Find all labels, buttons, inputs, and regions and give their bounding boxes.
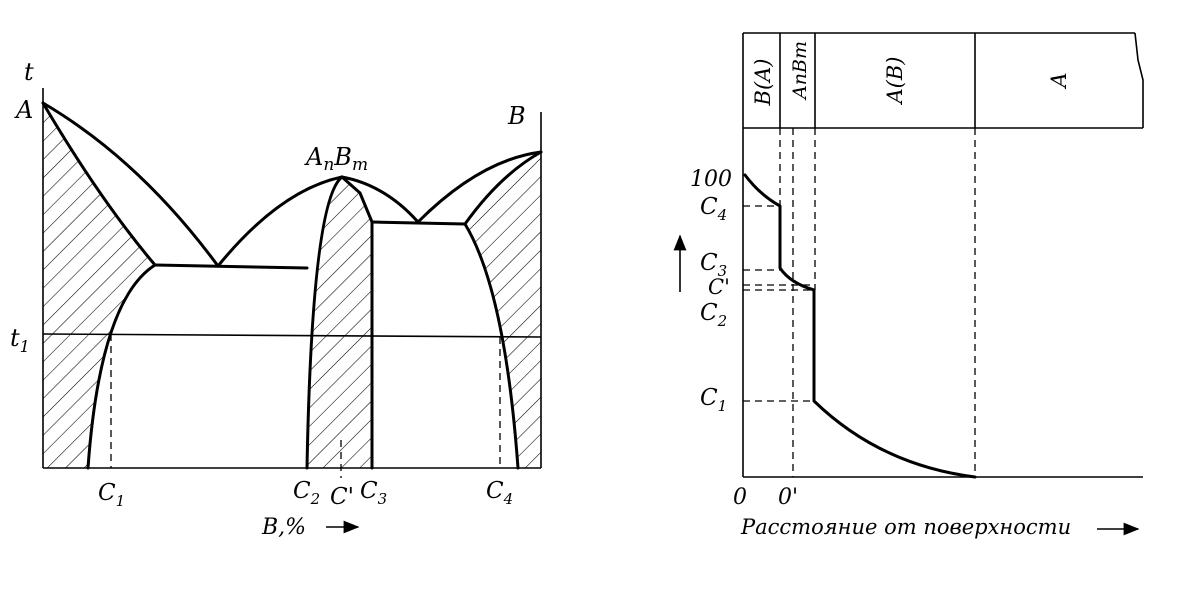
isotherm-t1: [42, 333, 542, 338]
liquidus-a-side: [41, 101, 220, 268]
header-break-edge: [1134, 32, 1144, 128]
solidus-alpha: [41, 101, 157, 267]
header-label-a-b: A(B): [883, 57, 907, 106]
liquidus-compound-left: [216, 175, 344, 268]
c3-label: C3: [360, 478, 387, 508]
compound-label: AnBm: [304, 143, 368, 175]
c2-label: C2: [293, 478, 320, 508]
concentration-profile-curve: [743, 173, 977, 479]
corner-a-label: A: [14, 96, 33, 124]
t1-label: t1: [10, 324, 30, 356]
y-label-100: 100: [690, 167, 732, 192]
compound-region: [307, 177, 372, 468]
liquidus-compound-right: [340, 175, 420, 224]
phase-diagram: t A B AnBm t1 C1 C2 C' C3 C4 B,%: [10, 58, 543, 540]
header-label-a: A: [1047, 72, 1071, 89]
x-label-0-prime: 0': [778, 485, 798, 510]
compound-left-boundary: [305, 175, 344, 470]
compound-right-top: [340, 175, 374, 224]
y-label-c1: C1: [700, 385, 727, 415]
profile-x-axis-label: Расстояние от поверхности: [740, 515, 1071, 539]
t-axis-label: t: [24, 58, 34, 86]
eutectic-line-2: [370, 220, 467, 226]
beta-solid-solution-region: [465, 152, 541, 468]
solidus-beta: [463, 150, 543, 226]
x-axis-label: B,%: [261, 515, 306, 540]
c1-label: C1: [98, 480, 125, 510]
y-label-c3: C3: [700, 250, 727, 280]
eutectic-line-1: [153, 263, 309, 270]
alpha-solid-solution-region: [43, 103, 155, 468]
y-label-c-prime: C': [708, 275, 730, 299]
solvus-beta: [463, 222, 520, 470]
diffusion-profile: B(A) AnBm A(B) A 100 C4 C3 C' C2 C1 0 0'…: [673, 32, 1144, 539]
header-label-anbm: AnBm: [789, 41, 811, 101]
liquidus-b-side: [416, 150, 543, 224]
x-label-0: 0: [733, 485, 747, 510]
solvus-alpha: [86, 263, 157, 470]
corner-b-label: B: [507, 102, 526, 130]
y-label-c2: C2: [700, 300, 727, 330]
c4-label: C4: [486, 478, 513, 508]
header-label-b-a: B(A): [751, 59, 775, 107]
y-label-c4: C4: [700, 194, 727, 224]
c-prime-label: C': [330, 484, 354, 510]
